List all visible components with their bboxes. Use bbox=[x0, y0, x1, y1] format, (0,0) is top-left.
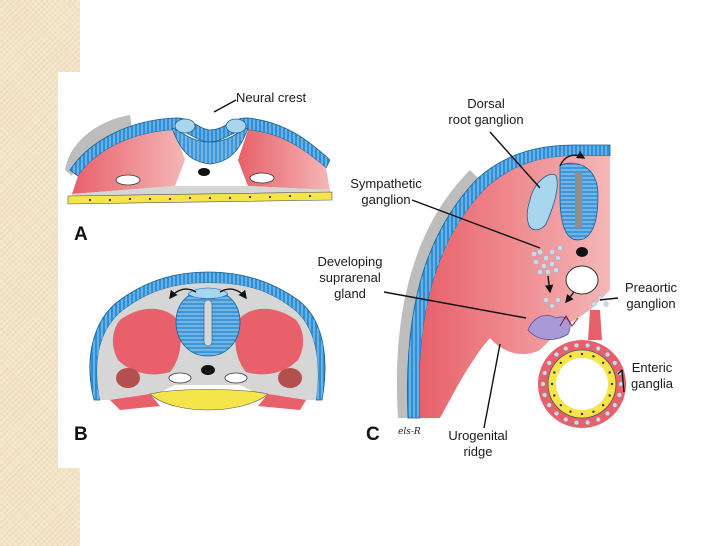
aorta-c bbox=[565, 265, 599, 295]
endoderm-nucleus bbox=[580, 352, 584, 356]
endoderm-nucleus bbox=[608, 394, 611, 397]
endoderm-nucleus bbox=[550, 382, 554, 386]
label-suprarenal-3: gland bbox=[334, 286, 366, 301]
enteric-cell bbox=[546, 360, 552, 366]
label-enteric-2: ganglia bbox=[631, 376, 674, 391]
neural-crest-a bbox=[174, 118, 196, 134]
enteric-cell bbox=[554, 352, 559, 357]
endoderm-nucleus bbox=[569, 410, 572, 413]
endoderm-nucleus bbox=[580, 412, 584, 416]
endoderm-nucleus bbox=[559, 404, 562, 407]
label-sympathetic-2: ganglion bbox=[361, 192, 410, 207]
enteric-cell bbox=[617, 392, 622, 398]
label-suprarenal-1: Developing bbox=[317, 254, 382, 269]
endoderm-a bbox=[67, 191, 333, 205]
enteric-cell bbox=[540, 381, 546, 387]
enteric-cell bbox=[595, 417, 601, 422]
enteric-cell bbox=[554, 411, 559, 416]
panel-letter-b: B bbox=[74, 424, 88, 445]
artist-signature: els-R bbox=[398, 427, 421, 437]
label-preaortic-2: ganglion bbox=[626, 296, 675, 311]
enteric-cell bbox=[542, 370, 547, 376]
notochord-a bbox=[198, 168, 210, 176]
endoderm-nucleus bbox=[553, 394, 556, 397]
label-urogenital-2: ridge bbox=[464, 444, 493, 459]
enteric-cell bbox=[612, 360, 618, 366]
sympathetic-cells bbox=[531, 245, 609, 309]
panel-c: Dorsal root ganglion Sympathetic ganglio… bbox=[317, 96, 677, 459]
label-suprarenal-2: suprarenal bbox=[319, 270, 381, 285]
panel-letter-a: A bbox=[74, 224, 88, 245]
label-dorsal-2: root ganglion bbox=[448, 112, 523, 127]
neural-plate-a bbox=[171, 127, 249, 165]
endoderm-nucleus bbox=[602, 361, 605, 364]
endoderm-nucleus bbox=[592, 410, 595, 413]
endoderm-nucleus bbox=[592, 355, 595, 358]
label-neural-crest: Neural crest bbox=[236, 90, 306, 105]
label-dorsal-1: Dorsal bbox=[467, 96, 505, 111]
enteric-cell bbox=[605, 352, 610, 357]
endoderm-nuclei bbox=[550, 352, 614, 416]
enteric-cell bbox=[563, 346, 569, 351]
panel-letter-c: C bbox=[366, 424, 380, 445]
notochord-b bbox=[201, 365, 215, 375]
panel-a: Neural crest A bbox=[65, 90, 333, 245]
label-urogenital-1: Urogenital bbox=[448, 428, 507, 443]
endoderm-nucleus bbox=[553, 371, 556, 374]
endoderm-nucleus bbox=[608, 371, 611, 374]
panel-b: B bbox=[74, 271, 326, 445]
enteric-cell bbox=[574, 342, 579, 348]
enteric-cell bbox=[585, 342, 590, 348]
notochord-c bbox=[576, 247, 588, 257]
dorsal-root-ganglion bbox=[526, 174, 558, 231]
enteric-cell bbox=[542, 392, 547, 398]
label-preaortic-1: Preaortic bbox=[625, 280, 678, 295]
neural-crest-b bbox=[187, 287, 229, 299]
enteric-cell bbox=[563, 417, 569, 422]
enteric-cell bbox=[595, 346, 601, 351]
enteric-cell bbox=[585, 420, 590, 425]
enteric-cell bbox=[605, 411, 610, 416]
enteric-ganglia-cells bbox=[540, 342, 624, 425]
label-enteric-1: Enteric bbox=[632, 360, 673, 375]
enteric-cell bbox=[546, 402, 552, 408]
endoderm-nucleus bbox=[559, 361, 562, 364]
enteric-cell bbox=[574, 420, 579, 425]
enteric-cell bbox=[612, 402, 618, 408]
endoderm-nucleus bbox=[610, 382, 614, 386]
endoderm-b bbox=[149, 389, 269, 411]
label-sympathetic-1: Sympathetic bbox=[350, 176, 422, 191]
endoderm-nucleus bbox=[569, 355, 572, 358]
endoderm-nucleus bbox=[602, 404, 605, 407]
